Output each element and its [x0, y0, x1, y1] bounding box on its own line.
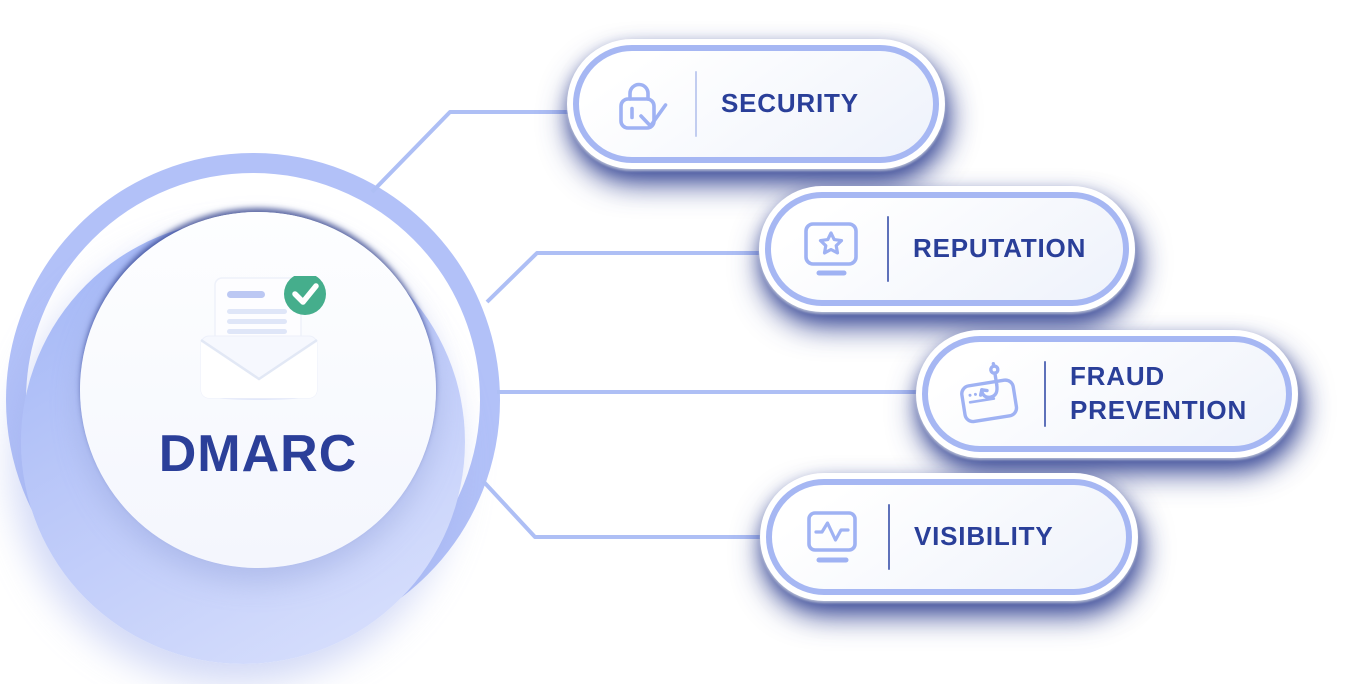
benefit-label: VISIBILITY: [914, 521, 1054, 552]
monitor-star-icon: [799, 217, 863, 281]
verified-email-icon: [200, 276, 326, 400]
dmarc-label: DMARC: [158, 425, 358, 483]
benefit-pill-security-inner: SECURITY: [573, 45, 939, 163]
benefit-label: REPUTATION: [913, 233, 1087, 264]
pill-divider: [887, 216, 889, 282]
benefit-pill-visibility: VISIBILITY: [760, 473, 1138, 601]
benefit-label: SECURITY: [721, 88, 859, 119]
benefit-pill-visibility-inner: VISIBILITY: [766, 479, 1132, 595]
benefit-pill-reputation: REPUTATION: [759, 186, 1135, 312]
pill-divider: [1044, 361, 1046, 427]
benefit-pill-security: SECURITY: [567, 39, 945, 169]
pill-divider: [888, 504, 890, 570]
card-phishing-hook-icon: [956, 362, 1020, 426]
benefit-label: FRAUD PREVENTION: [1070, 361, 1248, 425]
benefit-pill-reputation-inner: REPUTATION: [765, 192, 1129, 306]
dmarc-node: DMARC: [80, 212, 436, 568]
monitor-pulse-icon: [800, 505, 864, 569]
pill-divider: [695, 71, 697, 137]
benefit-pill-fraud-prevention-inner: FRAUD PREVENTION: [922, 336, 1292, 452]
lock-check-icon: [607, 72, 671, 136]
benefit-pill-fraud-prevention: FRAUD PREVENTION: [916, 330, 1298, 458]
